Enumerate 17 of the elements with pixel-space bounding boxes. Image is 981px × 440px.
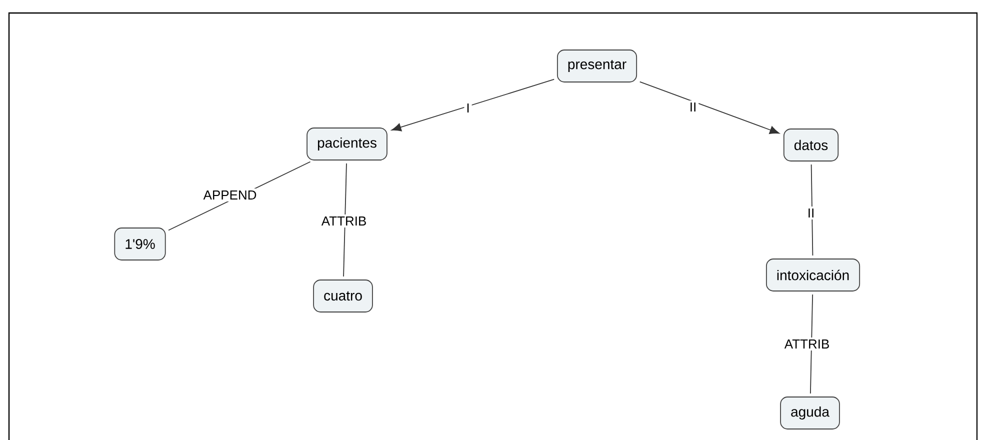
edge-label: ATTRIB — [319, 214, 369, 228]
concept-box: datos — [783, 128, 839, 162]
concept-box: intoxicación — [766, 258, 860, 292]
edge-label: II — [805, 206, 817, 220]
connector — [639, 81, 780, 134]
connector — [810, 164, 814, 256]
edge-label: APPEND — [201, 188, 259, 202]
concept-box: aguda — [780, 396, 840, 430]
connector — [343, 163, 347, 277]
edge-label: II — [687, 100, 699, 114]
edge-label: ATTRIB — [782, 338, 832, 350]
concept-box: 1'9% — [114, 228, 166, 260]
connector — [391, 78, 555, 132]
concept-box: cuatro — [313, 280, 373, 312]
concept-box: presentar — [556, 50, 638, 82]
concept-box: pacientes — [306, 128, 388, 160]
edge-label: I — [464, 102, 472, 114]
